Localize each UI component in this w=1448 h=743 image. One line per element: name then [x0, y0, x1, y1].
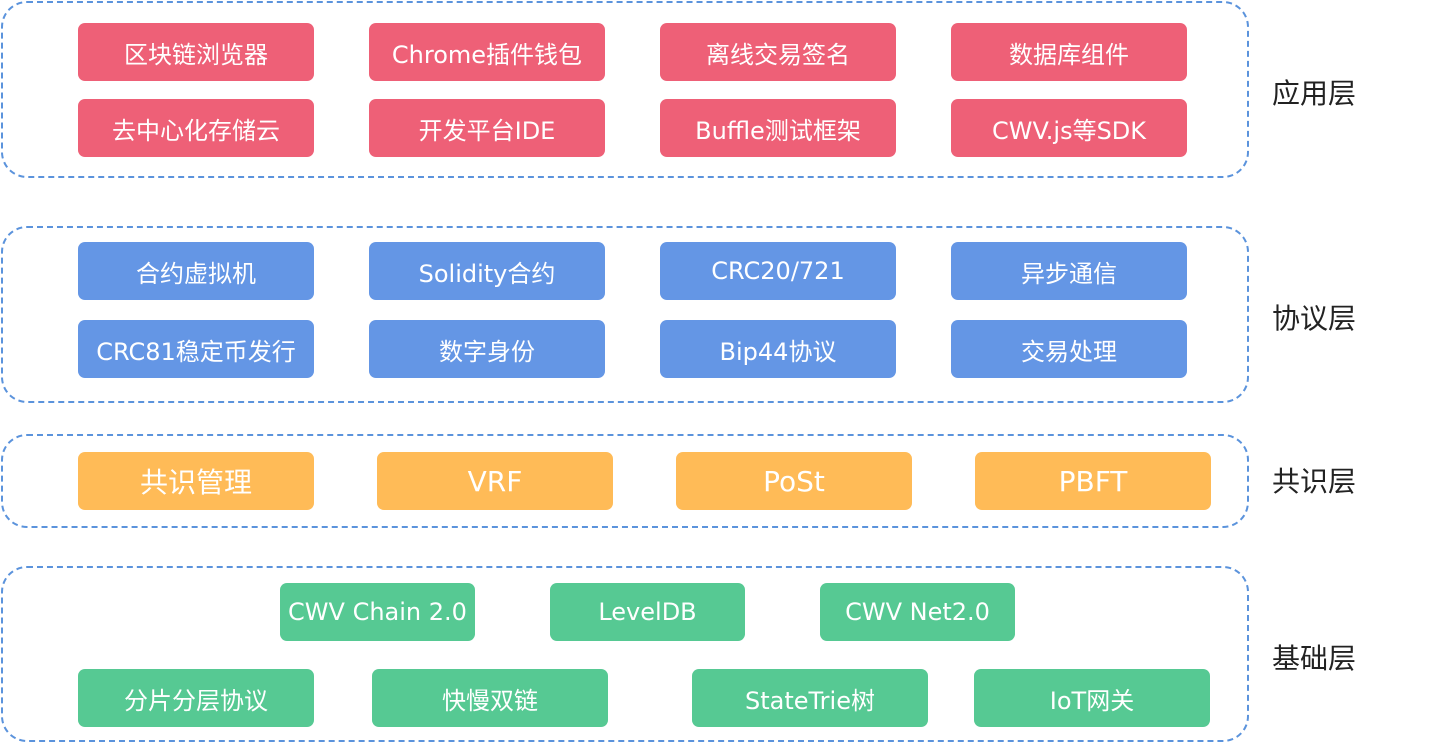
- app-box-buffle-test: Buffle测试框架: [660, 99, 896, 157]
- app-box-dev-ide: 开发平台IDE: [369, 99, 605, 157]
- base-box-sharding-protocol: 分片分层协议: [78, 669, 314, 727]
- protocol-box-crc81-stablecoin: CRC81稳定币发行: [78, 320, 314, 378]
- application-layer-label: 应用层: [1272, 77, 1357, 110]
- consensus-box-pbft: PBFT: [975, 452, 1211, 510]
- app-box-database-component: 数据库组件: [951, 23, 1187, 81]
- protocol-layer-frame: [1, 226, 1249, 403]
- base-box-iot-gateway: IoT网关: [974, 669, 1210, 727]
- consensus-box-post: PoSt: [676, 452, 912, 510]
- protocol-box-digital-identity: 数字身份: [369, 320, 605, 378]
- protocol-box-async-comm: 异步通信: [951, 242, 1187, 300]
- protocol-layer-label: 协议层: [1272, 302, 1357, 335]
- app-box-chrome-wallet: Chrome插件钱包: [369, 23, 605, 81]
- base-box-statetrie: StateTrie树: [692, 669, 928, 727]
- protocol-box-contract-vm: 合约虚拟机: [78, 242, 314, 300]
- app-box-decentralized-storage: 去中心化存储云: [78, 99, 314, 157]
- protocol-box-transaction-processing: 交易处理: [951, 320, 1187, 378]
- app-box-offline-signing: 离线交易签名: [660, 23, 896, 81]
- app-box-sdk: CWV.js等SDK: [951, 99, 1187, 157]
- base-box-fast-slow-chain: 快慢双链: [372, 669, 608, 727]
- base-layer-label: 基础层: [1272, 642, 1357, 675]
- protocol-box-crc20-721: CRC20/721: [660, 242, 896, 300]
- consensus-layer-label: 共识层: [1272, 465, 1357, 498]
- base-box-cwv-chain: CWV Chain 2.0: [280, 583, 475, 641]
- consensus-box-vrf: VRF: [377, 452, 613, 510]
- consensus-layer-frame: [1, 434, 1249, 528]
- base-layer-frame: [1, 566, 1249, 742]
- application-layer-frame: [1, 1, 1249, 178]
- base-box-leveldb: LevelDB: [550, 583, 745, 641]
- protocol-box-bip44: Bip44协议: [660, 320, 896, 378]
- app-box-block-explorer: 区块链浏览器: [78, 23, 314, 81]
- base-box-cwv-net: CWV Net2.0: [820, 583, 1015, 641]
- protocol-box-solidity: Solidity合约: [369, 242, 605, 300]
- consensus-box-management: 共识管理: [78, 452, 314, 510]
